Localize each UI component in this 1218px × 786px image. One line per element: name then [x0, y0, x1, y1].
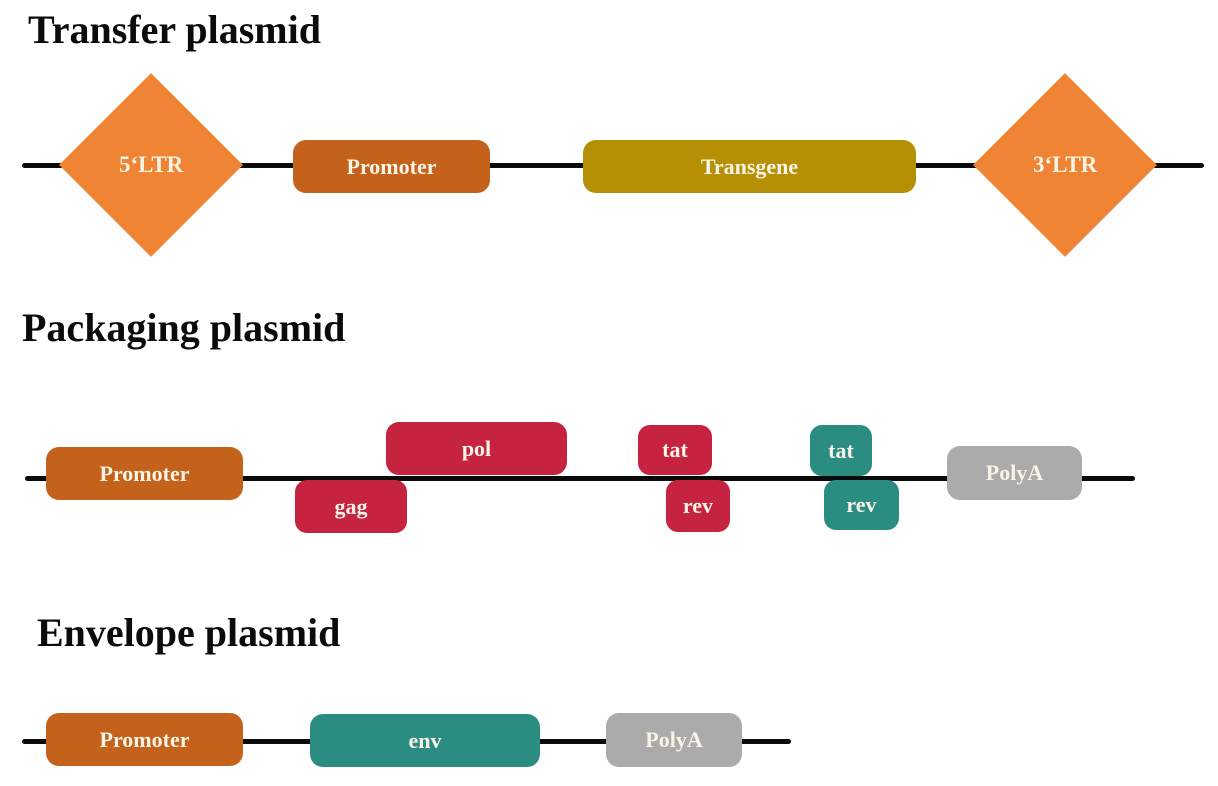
pol-box: pol — [386, 422, 567, 475]
rev-box-crimson: rev — [666, 480, 730, 532]
rev-label: rev — [682, 493, 714, 518]
env-box: env — [310, 714, 540, 767]
promoter-label: Promoter — [99, 460, 190, 486]
rev-label: rev — [846, 492, 877, 517]
polya-label: PolyA — [985, 460, 1044, 485]
polya-box-envelope: PolyA — [606, 713, 742, 767]
ltr3-label: 3‘LTR — [1032, 152, 1098, 177]
env-label: env — [408, 727, 442, 753]
title-envelope-plasmid: Envelope plasmid — [37, 610, 341, 655]
tat-box-teal: tat — [810, 425, 872, 476]
ltr5-label: 5‘LTR — [118, 152, 184, 177]
promoter-box-transfer: Promoter — [293, 140, 490, 193]
rev-box-teal: rev — [824, 480, 899, 530]
promoter-box-packaging: Promoter — [46, 447, 243, 500]
promoter-label: Promoter — [99, 726, 190, 752]
backbone-line-packaging — [25, 476, 1135, 481]
gag-box: gag — [295, 480, 407, 533]
title-packaging-plasmid: Packaging plasmid — [22, 305, 346, 350]
promoter-box-envelope: Promoter — [46, 713, 243, 766]
transgene-label: Transgene — [700, 153, 799, 179]
gag-label: gag — [334, 493, 368, 519]
title-transfer-plasmid: Transfer plasmid — [28, 7, 321, 52]
polya-box-packaging: PolyA — [947, 446, 1082, 500]
transgene-box: Transgene — [583, 140, 916, 193]
tat-box-crimson: tat — [638, 425, 712, 475]
ltr5-diamond: 5‘LTR — [59, 73, 243, 257]
tat-label: tat — [662, 437, 688, 462]
promoter-label: Promoter — [346, 153, 437, 179]
ltr3-diamond: 3‘LTR — [973, 73, 1157, 257]
tat-label: tat — [828, 437, 854, 463]
polya-label: PolyA — [645, 727, 703, 752]
pol-label: pol — [461, 435, 492, 461]
